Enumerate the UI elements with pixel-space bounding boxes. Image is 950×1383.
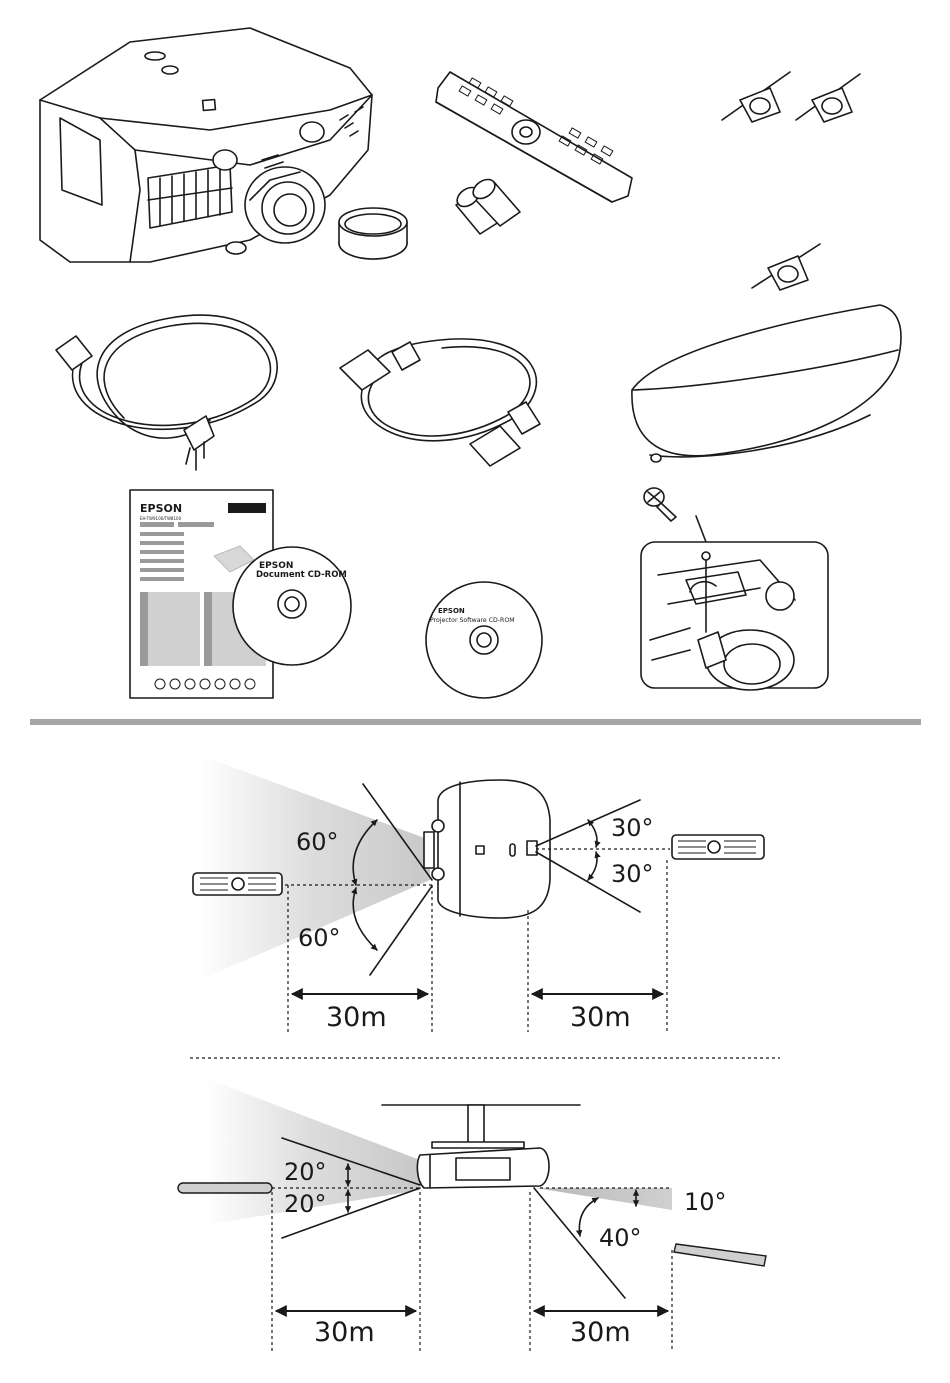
top-distance-right: 30m	[570, 1002, 631, 1033]
lens-cover-illustration	[339, 208, 407, 259]
remote-control-illustration	[436, 72, 632, 202]
install-inset-illustration	[641, 542, 828, 690]
cable-cover-illustration	[632, 305, 901, 462]
computer-cable-illustration	[340, 339, 540, 466]
manual-brand: EPSON	[140, 502, 182, 515]
top-view-range-diagram	[193, 755, 764, 1032]
projector-illustration	[40, 28, 372, 262]
software-cd-label: Projector Software CD-ROM	[430, 617, 515, 624]
software-cd-brand: EPSON	[438, 607, 465, 615]
batteries-illustration	[454, 176, 520, 234]
bottom-angle-upper-left: 20°	[284, 1158, 327, 1186]
screw-illustration	[644, 488, 706, 542]
document-cd-label: Document CD-ROM	[256, 570, 347, 580]
bottom-distance-right: 30m	[570, 1317, 631, 1348]
bottom-angle-right-lower: 40°	[599, 1224, 642, 1252]
section-divider	[30, 719, 921, 725]
bottom-distance-left: 30m	[314, 1317, 375, 1348]
side-view-range-diagram	[178, 1078, 766, 1352]
software-cd-illustration	[426, 582, 542, 698]
bottom-angle-lower-left: 20°	[284, 1190, 327, 1218]
top-distance-left: 30m	[326, 1002, 387, 1033]
bottom-angle-right-upper: 10°	[684, 1188, 727, 1216]
top-angle-lower-right: 30°	[611, 860, 654, 888]
top-angle-upper-right: 30°	[611, 814, 654, 842]
manual-model: EH-TW9100/TW8100	[140, 516, 182, 521]
power-cable-illustration	[56, 315, 277, 470]
top-angle-upper-left: 60°	[296, 828, 339, 856]
top-angle-lower-left: 60°	[298, 924, 341, 952]
cable-holder-illustration	[722, 72, 860, 290]
